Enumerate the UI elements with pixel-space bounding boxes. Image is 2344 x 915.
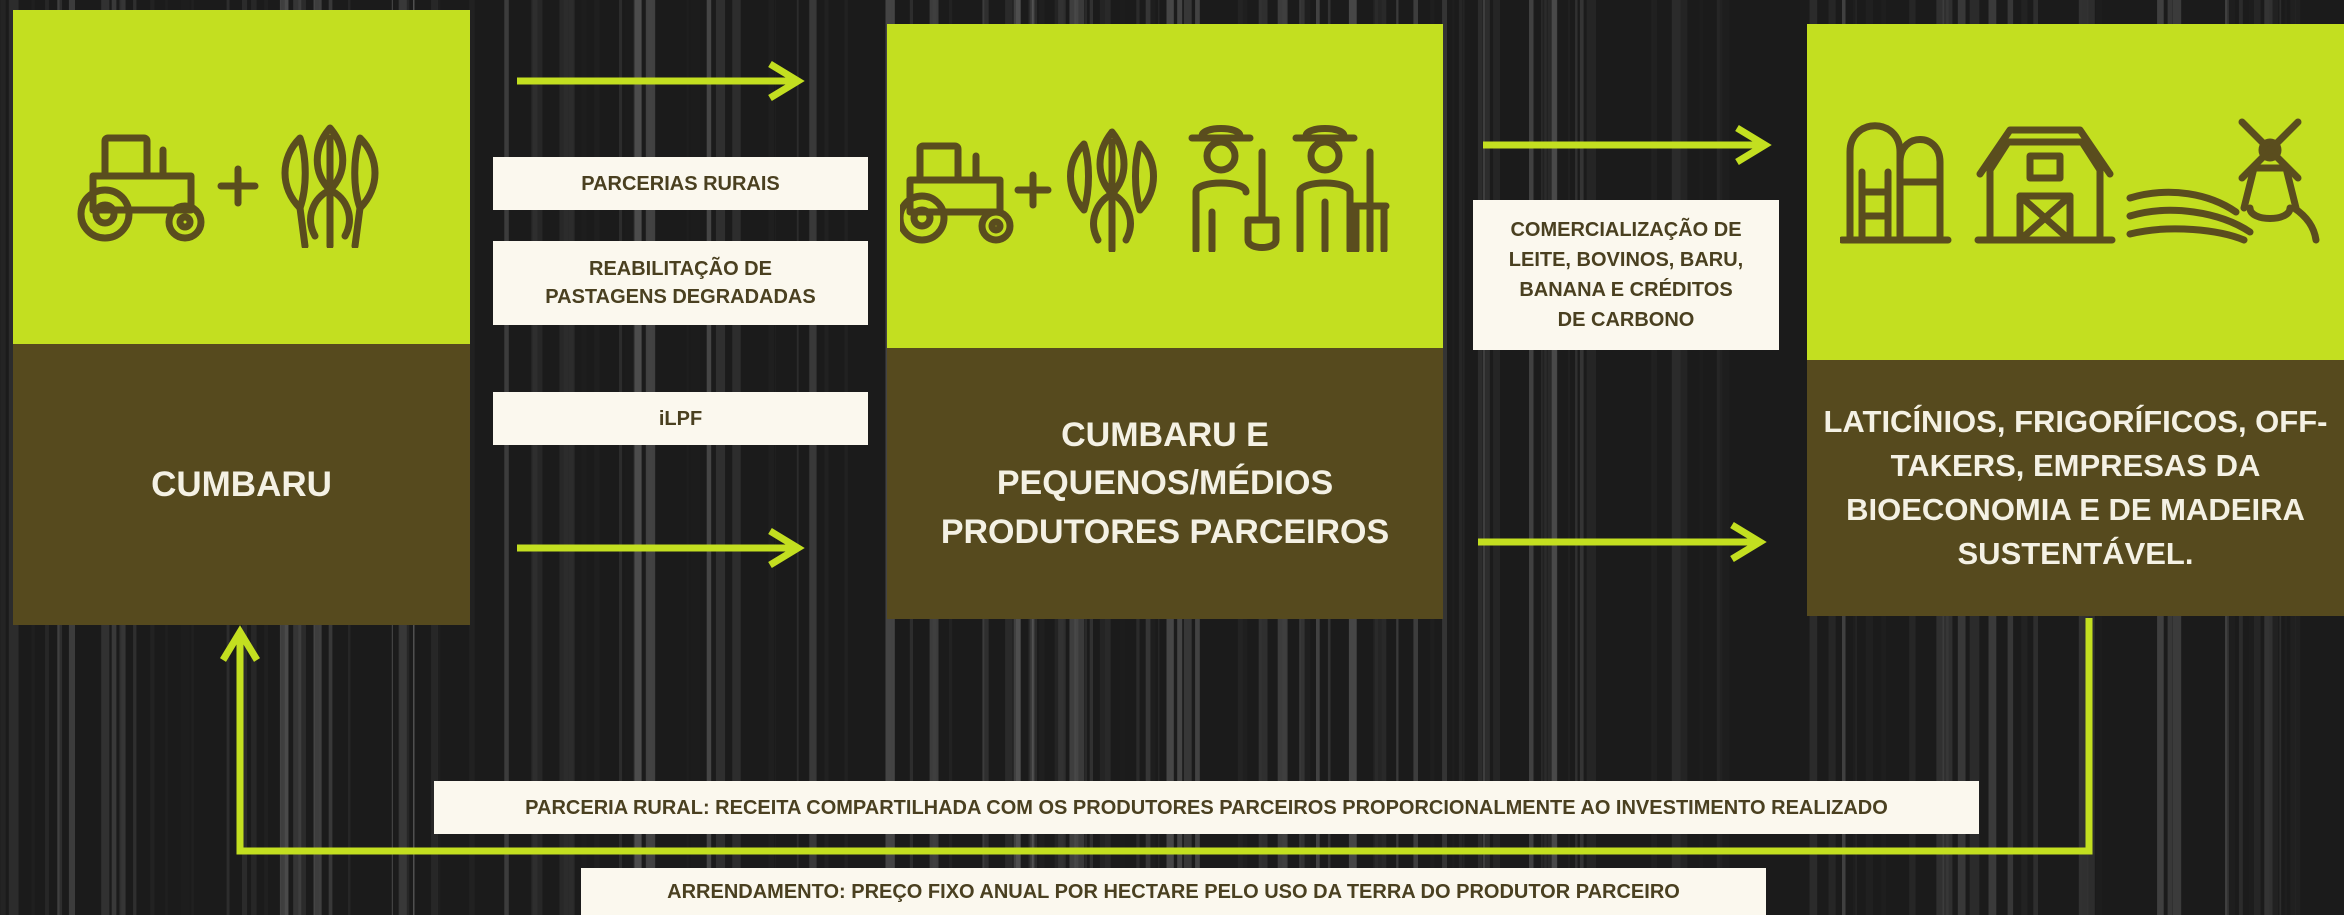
arrow-producers-to-buyers-top [1483, 125, 1772, 165]
node-buyers-icons [1840, 118, 2320, 244]
plus-icon [217, 165, 259, 207]
node-buyers-title: LATICÍNIOS, FRIGORÍFICOS, OFF- TAKERS, E… [1823, 403, 2328, 572]
node-producers-icons [900, 125, 1390, 252]
node-cumbaru-title-panel: CUMBARU [13, 344, 470, 625]
tree-trunk [1541, 0, 1543, 915]
wheat-icon [281, 124, 379, 248]
tree-trunk [1671, 0, 1681, 915]
plus-icon [1014, 171, 1052, 209]
tree-trunk [844, 0, 848, 915]
arrow-cumbaru-to-producers-top [517, 61, 805, 101]
tree-trunk [1485, 0, 1490, 915]
tree-trunk [1452, 0, 1455, 915]
tree-trunk [1477, 0, 1483, 915]
tree-trunk [504, 0, 509, 915]
label-comercializacao: COMERCIALIZAÇÃO DE LEITE, BOVINOS, BARU,… [1473, 200, 1779, 350]
tree-trunk [1568, 0, 1570, 915]
tree-trunk [563, 0, 574, 915]
node-producers-title: CUMBARU E PEQUENOS/MÉDIOS PRODUTORES PAR… [940, 416, 1390, 551]
tree-trunk [469, 0, 475, 915]
silo-icon [1840, 122, 1952, 244]
tree-trunk [1544, 0, 1547, 915]
tree-trunk [1462, 0, 1465, 915]
tree-trunk [1482, 0, 1486, 915]
tree-trunk [594, 0, 600, 915]
tree-trunk [0, 0, 6, 915]
tree-trunk [1699, 0, 1703, 915]
tree-trunk [581, 0, 587, 915]
tree-trunk [768, 0, 775, 915]
farmer-pitchfork-icon [1292, 125, 1390, 252]
tree-trunk [774, 0, 777, 915]
tree-trunk [732, 0, 741, 915]
tree-trunk [1534, 0, 1536, 915]
tree-trunk [1529, 0, 1534, 915]
tree-trunk [1719, 0, 1730, 915]
tree-trunk [1579, 0, 1584, 915]
tree-trunk [690, 0, 701, 915]
tree-trunk [1680, 0, 1688, 915]
label-parceria-rural: PARCERIA RURAL: RECEITA COMPARTILHADA CO… [434, 781, 1979, 834]
tree-trunk [1551, 0, 1558, 915]
tree-trunk [1575, 0, 1578, 915]
windmill-field-icon [2126, 118, 2320, 244]
label-parcerias-rurais: PARCERIAS RURAIS [493, 157, 868, 210]
tree-trunk [824, 0, 829, 915]
node-buyers-title-panel: LATICÍNIOS, FRIGORÍFICOS, OFF- TAKERS, E… [1807, 360, 2344, 616]
node-cumbaru-icons [77, 124, 379, 248]
node-producers: CUMBARU E PEQUENOS/MÉDIOS PRODUTORES PAR… [887, 24, 1443, 619]
tree-trunk [686, 0, 689, 915]
node-cumbaru: CUMBARU [13, 10, 470, 625]
tree-trunk [1541, 0, 1551, 915]
tree-trunk [1493, 0, 1500, 915]
tree-trunk [531, 0, 538, 915]
arrow-buyers-to-cumbaru-return [220, 618, 2093, 855]
tree-trunk [1586, 0, 1596, 915]
tree-trunk [715, 0, 726, 915]
tree-trunk [1442, 0, 1447, 915]
label-reabilitacao-pastagens: REABILITAÇÃO DE PASTAGENS DEGRADADAS [493, 241, 868, 325]
label-arrendamento: ARRENDAMENTO: PREÇO FIXO ANUAL POR HECTA… [581, 868, 1766, 915]
tree-trunk [625, 0, 635, 915]
tree-trunk [809, 0, 817, 915]
tree-trunk [1651, 0, 1658, 915]
node-cumbaru-title: CUMBARU [151, 464, 332, 504]
tree-trunk [645, 0, 656, 915]
barn-icon [1974, 126, 2116, 244]
tree-trunk [1458, 0, 1463, 915]
label-ilpf: iLPF [493, 392, 868, 445]
node-producers-title-panel: CUMBARU E PEQUENOS/MÉDIOS PRODUTORES PAR… [887, 348, 1443, 619]
tree-trunk [619, 0, 623, 915]
tree-trunk [706, 0, 712, 915]
arrow-cumbaru-to-producers-bottom [517, 528, 805, 568]
tree-trunk [796, 0, 799, 915]
tractor-icon [900, 142, 1014, 244]
tree-trunk [633, 0, 642, 915]
tree-trunk [1717, 0, 1721, 915]
wheat-icon [1067, 128, 1157, 252]
tractor-icon [77, 134, 205, 242]
arrow-producers-to-buyers-bottom [1478, 522, 1767, 562]
tree-trunk [532, 0, 543, 915]
farmer-shovel-icon [1188, 125, 1280, 252]
